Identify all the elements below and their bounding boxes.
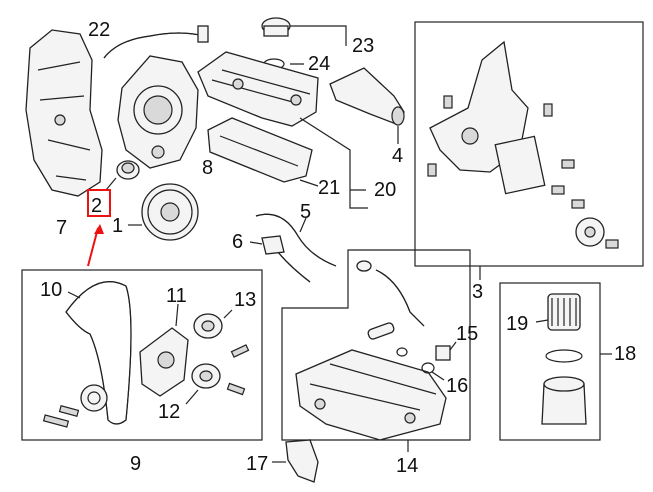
oil-pump-assembly-part[interactable] (429, 40, 529, 173)
oil-pipe-inner (255, 213, 337, 267)
breather-hose-inner (103, 32, 205, 59)
crank-seal-part[interactable] (80, 384, 108, 412)
callout-2[interactable]: 2 (91, 195, 102, 217)
highlight-box-part-2 (87, 189, 111, 217)
leader-5 (299, 217, 307, 233)
callout-18[interactable]: 18 (614, 343, 636, 365)
callout-12[interactable]: 12 (158, 401, 180, 423)
intake-adapter-outlet (391, 106, 405, 126)
crank-seal-inner (87, 391, 101, 405)
highlight-arrow-head (94, 224, 104, 234)
valve-cover-ribs (211, 69, 311, 105)
callout-20[interactable]: 20 (374, 179, 396, 201)
leader-21 (299, 179, 319, 187)
timing-belt-group-box (21, 269, 263, 441)
leader-15 (449, 341, 457, 351)
callout-1[interactable]: 1 (112, 215, 123, 237)
leader-13 (223, 309, 233, 319)
idler-pulley-hub (201, 320, 215, 332)
callout-10[interactable]: 10 (40, 279, 62, 301)
pickup-seal (356, 260, 372, 272)
oil-pan-flange (309, 363, 437, 411)
timing-bolts (42, 344, 250, 428)
oil-pickup-tube (375, 269, 425, 327)
leader-11 (175, 303, 179, 327)
oil-baffle-part[interactable] (285, 439, 319, 483)
oil-filler-cap-body (263, 25, 289, 37)
valve-cover-gasket-part[interactable] (207, 117, 313, 183)
highlight-arrow-shaft (87, 227, 99, 267)
callout-23[interactable]: 23 (352, 35, 374, 57)
callout-11[interactable]: 11 (166, 285, 187, 307)
callout-4[interactable]: 4 (392, 145, 403, 167)
callout-15[interactable]: 15 (456, 323, 478, 345)
leader-6 (249, 241, 263, 245)
callout-17[interactable]: 17 (246, 453, 268, 475)
callout-21[interactable]: 21 (318, 177, 340, 199)
callout-14[interactable]: 14 (396, 455, 418, 477)
callout-13[interactable]: 13 (234, 289, 256, 311)
timing-cover-hole (54, 114, 66, 126)
callout-16[interactable]: 16 (446, 375, 468, 397)
guide-pulley-hub (199, 370, 213, 382)
rear-cover-cam-hub (143, 95, 173, 125)
callout-labels: 2 1 3 4 5 6 7 8 9 10 11 12 13 14 15 16 1… (40, 19, 636, 477)
leaders-23-24 (290, 25, 347, 65)
leader-16 (431, 371, 445, 381)
leader-10 (67, 291, 81, 299)
leader-19 (535, 319, 549, 323)
crankshaft-pulley-groove (147, 189, 193, 235)
callout-3[interactable]: 3 (472, 281, 483, 303)
oil-pan-drain (314, 398, 326, 410)
callout-6[interactable]: 6 (232, 231, 243, 253)
idler-bushing-center (121, 162, 135, 174)
oil-pipe-bracket-part[interactable] (261, 235, 285, 255)
oil-pump-group-box (414, 21, 644, 267)
callout-8[interactable]: 8 (202, 157, 213, 179)
drain-plug-part[interactable] (435, 345, 451, 361)
oil-pump-plate (494, 135, 546, 195)
timing-cover-ribs (37, 61, 91, 181)
crankshaft-pulley-hub (160, 202, 180, 222)
oil-pan-oring (396, 347, 408, 357)
oil-pan-part[interactable] (295, 349, 447, 441)
valve-cover-port (232, 78, 244, 90)
leader-2 (105, 177, 117, 191)
oil-pickup-tube-inner (375, 269, 425, 327)
callout-9[interactable]: 9 (130, 453, 141, 475)
callout-7[interactable]: 7 (56, 217, 67, 239)
callout-22[interactable]: 22 (88, 19, 110, 41)
leader-12 (185, 389, 199, 405)
timing-cover-part[interactable] (25, 29, 103, 197)
timing-belt-inner (65, 281, 132, 425)
callout-5[interactable]: 5 (300, 201, 311, 223)
gasket-inner (219, 135, 299, 167)
oil-filter-group-box (499, 282, 601, 441)
breather-hose-connector (197, 25, 209, 43)
oil-pump-boss (461, 127, 479, 145)
drain-washer-part[interactable] (421, 362, 435, 374)
rear-cover-bolt (151, 145, 165, 159)
valve-cover-part[interactable] (197, 51, 319, 127)
callout-19[interactable]: 19 (506, 313, 528, 335)
tensioner-hub (157, 351, 175, 369)
oil-pump-bolts (427, 95, 619, 249)
callout-24[interactable]: 24 (308, 53, 330, 75)
oil-filter-cap-top (543, 376, 585, 392)
leader-20 (299, 117, 368, 209)
valve-cover-port-2 (290, 94, 302, 106)
oil-filter-oring (545, 349, 583, 363)
oil-pump-sprocket-hub (584, 226, 596, 238)
oil-pan-group-box (281, 249, 471, 441)
oil-pan-boss (404, 412, 416, 424)
oil-pan-pin (367, 322, 395, 340)
oil-filter-pleats (551, 298, 577, 326)
